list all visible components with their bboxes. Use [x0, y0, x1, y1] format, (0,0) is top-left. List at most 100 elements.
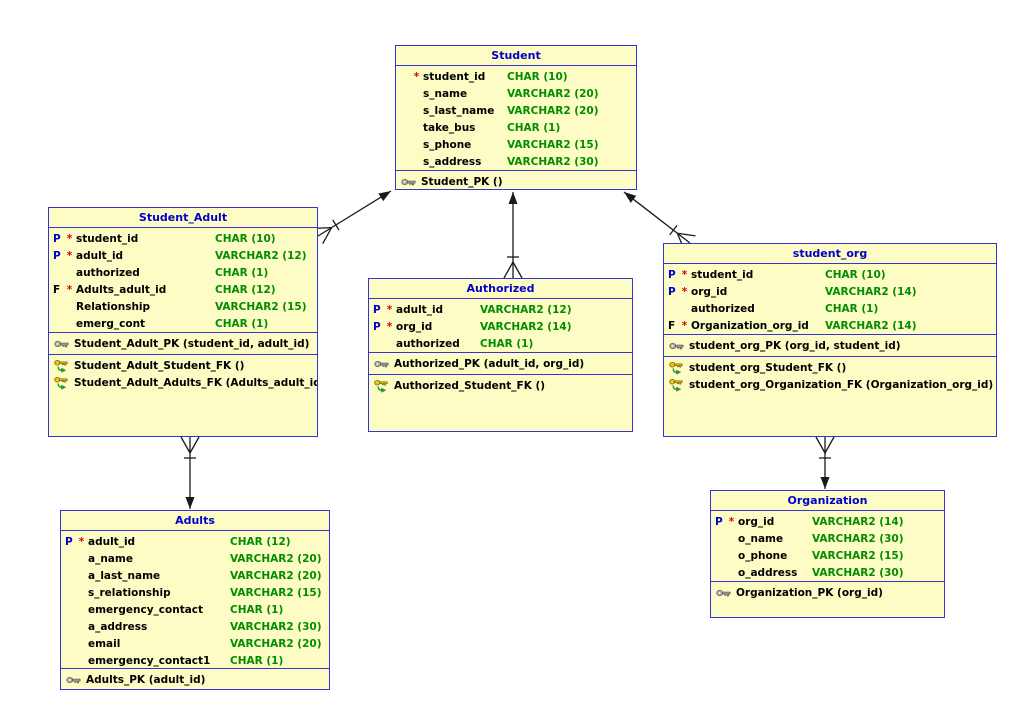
column-type: CHAR (10)	[825, 268, 886, 281]
column-type: VARCHAR2 (20)	[230, 637, 322, 650]
pk-key-icon	[401, 178, 416, 185]
pk-key-icon	[66, 676, 81, 683]
fk-key-icon	[374, 379, 388, 393]
column-type: CHAR (10)	[507, 70, 568, 83]
pk-row[interactable]: Student_PK ()	[401, 173, 636, 190]
key-flag: F	[668, 319, 676, 332]
required-star: *	[66, 249, 73, 262]
fk-row[interactable]: student_org_Student_FK ()	[669, 359, 996, 376]
column-type: CHAR (10)	[215, 232, 276, 245]
fk-key-icon	[669, 378, 683, 392]
column-name: s_last_name	[423, 104, 495, 117]
pk-row[interactable]: Student_Adult_PK (student_id, adult_id)	[54, 335, 317, 352]
column-type: VARCHAR2 (20)	[507, 87, 599, 100]
column-name: a_last_name	[88, 569, 161, 582]
column-name: org_id	[738, 515, 775, 528]
pk-section: Organization_PK (org_id)	[711, 581, 944, 601]
pk-key-icon	[374, 360, 389, 367]
column-row[interactable]: a_last_name VARCHAR2 (20)	[61, 567, 329, 584]
required-star: *	[78, 535, 85, 548]
pk-key-icon	[716, 589, 731, 596]
required-star: *	[386, 320, 393, 333]
column-type: VARCHAR2 (30)	[507, 155, 599, 168]
column-type: VARCHAR2 (20)	[230, 552, 322, 565]
pk-label: Adults_PK (adult_id)	[86, 673, 206, 686]
fk-row[interactable]: student_org_Organization_FK (Organizatio…	[669, 376, 996, 393]
fk-label: student_org_Student_FK ()	[689, 361, 847, 374]
column-name: o_name	[738, 532, 784, 545]
entity-title: Authorized	[369, 279, 632, 299]
column-type: CHAR (1)	[825, 302, 879, 315]
fk-key-icon	[669, 361, 683, 375]
relationship-authorized-to-student[interactable]	[503, 192, 523, 279]
column-type: CHAR (1)	[230, 654, 284, 667]
key-flag: P	[373, 320, 381, 333]
column-type: CHAR (1)	[215, 266, 269, 279]
column-name: authorized	[691, 302, 755, 315]
column-type: VARCHAR2 (30)	[230, 620, 322, 633]
pk-row[interactable]: Authorized_PK (adult_id, org_id)	[374, 355, 632, 372]
fk-label: student_org_Organization_FK (Organizatio…	[689, 378, 994, 391]
relationship-student_adult-to-student[interactable]	[313, 190, 392, 244]
fk-row[interactable]: Student_Adult_Student_FK ()	[54, 357, 317, 374]
pk-label: Organization_PK (org_id)	[736, 586, 883, 599]
fk-row[interactable]: Authorized_Student_FK ()	[374, 377, 632, 394]
pk-section: student_org_PK (org_id, student_id)	[664, 334, 996, 356]
pk-row[interactable]: Organization_PK (org_id)	[716, 584, 944, 601]
column-type: VARCHAR2 (14)	[812, 515, 904, 528]
required-star: *	[681, 285, 688, 298]
column-name: take_bus	[423, 121, 476, 134]
column-type: VARCHAR2 (15)	[507, 138, 599, 151]
pk-row[interactable]: Adults_PK (adult_id)	[66, 671, 329, 688]
column-row[interactable]: authorized CHAR (1)	[664, 300, 996, 317]
pk-row[interactable]: student_org_PK (org_id, student_id)	[669, 337, 996, 354]
relationship-student_org-to-organization[interactable]	[815, 436, 835, 489]
relationship-student_org-to-student[interactable]	[623, 191, 696, 251]
relationship-student_adult-to-adults[interactable]	[180, 436, 200, 509]
column-name: s_relationship	[88, 586, 171, 599]
column-type: VARCHAR2 (20)	[230, 569, 322, 582]
column-name: authorized	[76, 266, 140, 279]
fk-row[interactable]: Student_Adult_Adults_FK (Adults_adult_id…	[54, 374, 317, 391]
column-type: CHAR (12)	[230, 535, 291, 548]
column-row[interactable]: authorized CHAR (1)	[49, 264, 317, 281]
column-name: org_id	[691, 285, 728, 298]
pk-label: Authorized_PK (adult_id, org_id)	[394, 357, 585, 370]
